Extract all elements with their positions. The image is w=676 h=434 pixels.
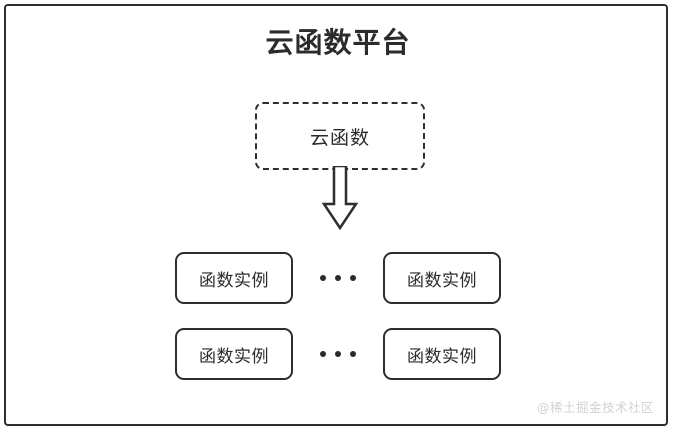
ellipsis-dot [350,275,356,281]
ellipsis-icon [300,252,376,304]
ellipsis-dot [335,351,341,357]
ellipsis-dot [320,275,326,281]
ellipsis-dot [335,275,341,281]
cloud-function-label: 云函数 [309,126,370,149]
ellipsis-dot [320,351,326,357]
down-arrow-icon [322,166,358,230]
cloud-function-node: 云函数 [255,102,425,170]
ellipsis-icon [300,328,376,380]
page-title: 云函数平台 [265,26,411,59]
function-instance-label: 函数实例 [199,270,269,291]
function-instance-box: 函数实例 [175,328,293,380]
function-instance-box: 函数实例 [175,252,293,304]
function-instance-label: 函数实例 [407,270,477,291]
watermark: @稀土掘金技术社区 [536,400,654,415]
function-instance-box: 函数实例 [383,328,501,380]
function-instance-label: 函数实例 [199,346,269,367]
function-instance-label: 函数实例 [407,346,477,367]
instance-row-2: 函数实例 函数实例 [0,328,676,380]
instance-row-1: 函数实例 函数实例 [0,252,676,304]
function-instance-box: 函数实例 [383,252,501,304]
ellipsis-dot [350,351,356,357]
